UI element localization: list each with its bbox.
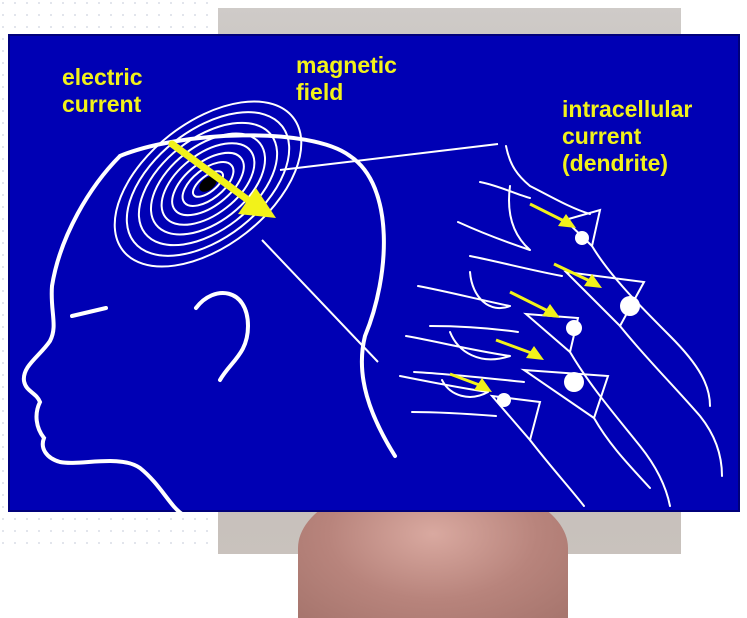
label-magnetic-field: magnetic field (296, 52, 397, 106)
label-intracellular-current: intracellular current (dendrite) (562, 96, 692, 177)
diagram-slide: electric current magnetic field intracel… (8, 34, 740, 512)
zoom-line-top (280, 144, 498, 170)
eye-line (72, 308, 106, 316)
neuron-cluster (400, 146, 722, 506)
label-electric-current: electric current (62, 64, 143, 118)
ear-outline (196, 293, 248, 380)
zoom-line-bottom (262, 240, 378, 362)
electric-current-arrow (172, 144, 276, 218)
